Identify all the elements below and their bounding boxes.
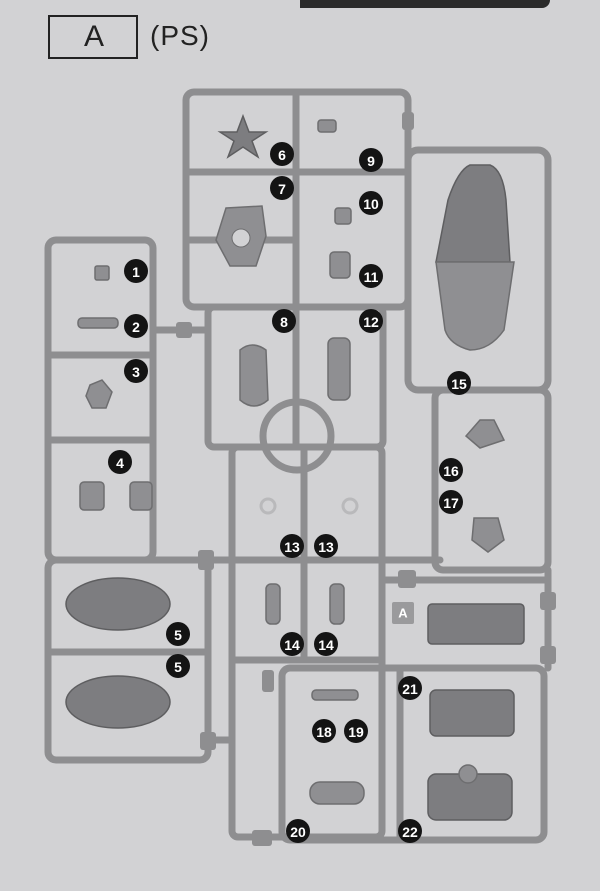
part-label-10: 10: [359, 191, 383, 215]
part-label-number: 7: [278, 181, 286, 197]
part-label-11: 11: [359, 264, 383, 288]
part-label-circle: [314, 534, 338, 558]
part-label-12: 12: [359, 309, 383, 333]
part-label-number: 21: [402, 681, 418, 697]
part-label-number: 5: [174, 627, 182, 643]
part-label-number: 5: [174, 659, 182, 675]
part-label-number: 22: [402, 824, 418, 840]
part-label-circle: [312, 719, 336, 743]
part-label-number: 10: [363, 196, 379, 212]
part-label-number: 12: [363, 314, 379, 330]
part-label-19: 19: [344, 719, 368, 743]
part-label-number: 9: [367, 153, 375, 169]
part-label-circle: [439, 490, 463, 514]
part-label-9: 9: [359, 148, 383, 172]
part-label-number: 16: [443, 463, 459, 479]
part-label-circle: [439, 458, 463, 482]
runner-gates: [176, 112, 556, 846]
part-label-number: 6: [278, 147, 286, 163]
part-label-number: 14: [284, 637, 300, 653]
part-label-number: 3: [132, 364, 140, 380]
top-edge-bar: [300, 0, 550, 8]
part-label-6: 6: [270, 142, 294, 166]
part-label-circle: [286, 819, 310, 843]
part-label-number: 13: [318, 539, 334, 555]
part-label-16: 16: [439, 458, 463, 482]
part-label-circle: [398, 676, 422, 700]
part-label-circle: [166, 654, 190, 678]
part-label-circle: [398, 819, 422, 843]
part-label-circle: [272, 309, 296, 333]
part-label-circle: [270, 142, 294, 166]
part-label-22: 22: [398, 819, 422, 843]
part-label-1: 1: [124, 259, 148, 283]
part-label-circle: [124, 359, 148, 383]
part-label-number: 17: [443, 495, 459, 511]
part-label-4: 4: [108, 450, 132, 474]
runner-material: (PS): [150, 20, 210, 51]
part-label-number: 15: [451, 376, 467, 392]
runner-letter: A: [84, 20, 105, 53]
part-label-21: 21: [398, 676, 422, 700]
part-label-14: 14: [280, 632, 304, 656]
part-label-7: 7: [270, 176, 294, 200]
part-label-13: 13: [280, 534, 304, 558]
part-label-number: 8: [280, 314, 288, 330]
part-label-circle: [359, 309, 383, 333]
part-label-circle: [124, 314, 148, 338]
part-label-15: 15: [447, 371, 471, 395]
part-label-3: 3: [124, 359, 148, 383]
part-label-number: 18: [316, 724, 332, 740]
runner-letter-box: A: [48, 15, 138, 59]
part-label-13: 13: [314, 534, 338, 558]
part-label-20: 20: [286, 819, 310, 843]
part-label-circle: [359, 148, 383, 172]
part-label-circle: [359, 264, 383, 288]
part-label-number: 4: [116, 455, 124, 471]
part-label-circle: [314, 632, 338, 656]
runner-parts: [65, 113, 525, 821]
part-label-number: 11: [364, 269, 379, 285]
part-label-8: 8: [272, 309, 296, 333]
part-label-circle: [166, 622, 190, 646]
part-label-number: 19: [348, 724, 364, 740]
part-label-5: 5: [166, 654, 190, 678]
part-label-circle: [270, 176, 294, 200]
part-label-5: 5: [166, 622, 190, 646]
part-label-18: 18: [312, 719, 336, 743]
part-label-number: 14: [318, 637, 334, 653]
part-label-circle: [124, 259, 148, 283]
part-label-17: 17: [439, 490, 463, 514]
part-label-circle: [344, 719, 368, 743]
part-label-circle: [280, 632, 304, 656]
part-label-circle: [280, 534, 304, 558]
part-label-number: 20: [290, 824, 306, 840]
part-label-circle: [359, 191, 383, 215]
part-label-14: 14: [314, 632, 338, 656]
part-label-2: 2: [124, 314, 148, 338]
part-label-number: 13: [284, 539, 300, 555]
part-label-circle: [447, 371, 471, 395]
part-label-number: 2: [132, 319, 140, 335]
part-label-circle: [108, 450, 132, 474]
part-label-number: 1: [132, 264, 140, 280]
runner-tag-letter: A: [398, 606, 408, 621]
